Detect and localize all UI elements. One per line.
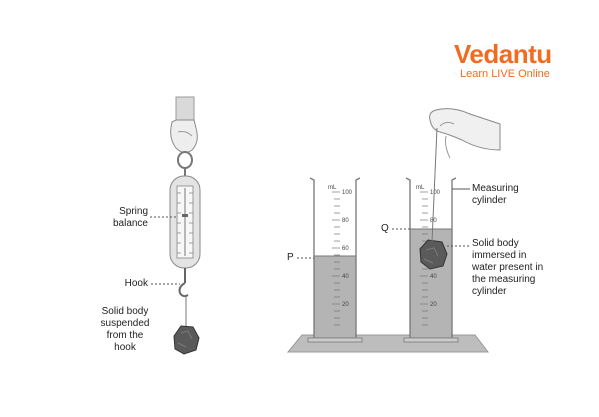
thread-q [431,127,438,243]
brand-logo: Vedantu Learn LIVE Online [454,40,564,81]
label-measuring-cylinder: Measuring cylinder [472,183,519,206]
cylinder-q-unit: mL [416,185,425,191]
cylinder-p-tick-80: 80 [342,218,349,224]
immersed-stone-texture [423,247,439,264]
hand-holding-thread-icon [429,108,501,151]
cylinder-p-foot [307,337,363,343]
measuring-cylinder-p: mL 100 80 60 40 20 [297,177,363,343]
cylinder-p-graduations [332,191,340,326]
cylinder-p-tick-100: 100 [342,190,353,196]
brand-name: Vedantu [454,39,552,69]
cylinder-p-tick-20: 20 [342,302,349,308]
cylinder-q-tick-40: 40 [430,274,437,280]
arm-sleeve [175,96,195,123]
label-p: P [287,252,294,263]
cylinder-p-unit: mL [328,185,337,191]
hand-finger-line [177,131,193,137]
label-q: Q [381,223,389,234]
cylinder-p-tick-40: 40 [342,274,349,280]
hand-detail-lines [439,121,455,159]
spring-balance-setup [150,96,201,355]
cylinder-q-foot [403,337,459,343]
immersed-stone [419,239,448,270]
label-hook: Hook [124,278,148,289]
cylinder-q-tick-80: 80 [430,218,437,224]
balance-tick-marks [177,192,193,254]
balance-ring [177,151,193,169]
cylinder-p-tick-60: 60 [342,246,349,252]
cylinder-q-tick-20: 20 [430,302,437,308]
cylinder-q-tick-100: 100 [430,190,441,196]
solid-body-stone [173,325,200,355]
measuring-cylinder-q: mL 100 80 60 40 20 [392,108,501,343]
brand-tagline: Learn LIVE Online [460,68,550,80]
hook-icon [178,282,189,298]
hand-icon [170,119,198,154]
label-spring-balance: Spring balance [112,206,148,229]
label-solid-body: Solid body suspended from the hook [100,306,150,353]
label-immersed-solid-body: Solid body immersed in water present in … [472,238,544,297]
balance-pointer [182,214,188,217]
stone-texture [177,330,193,348]
